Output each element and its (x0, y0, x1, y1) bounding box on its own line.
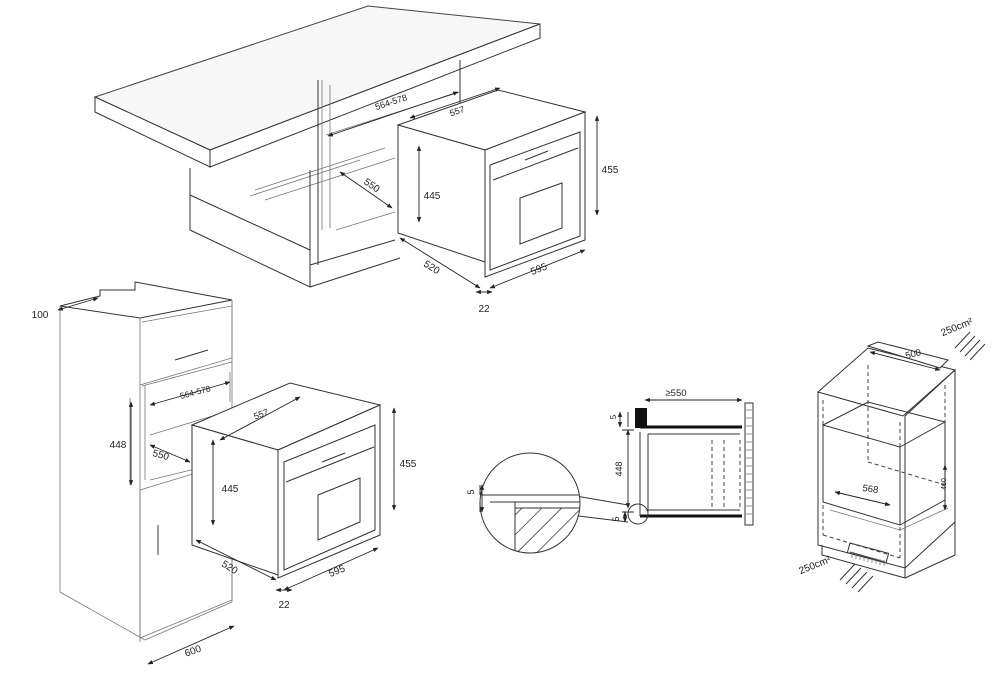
dim-col-top-gap-label: 100 (32, 310, 49, 321)
dim-vent-inner-width-label: 568 (862, 483, 879, 496)
dim-col-oven-depth-label: 520 (219, 559, 239, 577)
ventilation-view (816, 331, 986, 593)
dim-col-front-width-label: 595 (327, 563, 347, 580)
built-in-oven (396, 89, 587, 278)
dim-col-cabinet-width-label: 564-578 (179, 383, 212, 401)
dim-top-oven-width-line (409, 87, 501, 119)
dim-sec-depth-label: ≥550 (665, 388, 686, 399)
dim-sec-gap-detail-label: 5 (466, 489, 476, 494)
dim-col-cabinet-width-line (149, 381, 231, 406)
base-cabinet (189, 168, 311, 288)
dim-vent-inner-height-label: 460 (941, 478, 948, 490)
dim-top-oven-depth-line (399, 237, 481, 289)
section-view (479, 402, 754, 554)
dim-col-body-height-label: 445 (222, 484, 239, 495)
counter-installation-view (93, 5, 587, 288)
dim-top-cabinet-depth-line (339, 171, 393, 209)
dim-sec-height-label: 448 (614, 461, 624, 476)
dim-col-oven-width-line (219, 396, 301, 441)
dim-col-oven-width-label: 557 (252, 407, 270, 422)
column-installation-view (59, 281, 382, 642)
dim-col-oven-depth-line (195, 539, 277, 581)
dim-col-front-width-line (283, 547, 379, 591)
dim-vent-inner-width-line (834, 491, 891, 506)
dim-top-total-height-label: 455 (602, 165, 619, 176)
dim-col-column-depth-line (147, 625, 235, 665)
dim-col-top-gap-line (57, 297, 99, 311)
dim-col-total-height-label: 455 (400, 459, 417, 470)
wall (744, 402, 754, 526)
dim-vent-top-width-line (869, 351, 941, 371)
dim-vent-top-width-label: 500 (904, 347, 922, 362)
dim-vent-top-label: 250cm² (940, 316, 976, 339)
detail-circle (479, 452, 581, 554)
dim-col-cabinet-depth-line (149, 444, 191, 463)
dim-sec-gap-bottom-label: 5 (611, 516, 621, 521)
airflow-top-icon (954, 331, 986, 361)
dim-top-front-width-label: 595 (529, 261, 549, 278)
dim-top-front-width-line (489, 249, 586, 289)
airflow-bottom-icon (839, 563, 874, 593)
dim-top-oven-width-label: 557 (448, 104, 465, 118)
dim-top-cabinet-depth-label: 550 (361, 177, 381, 196)
dim-vent-bottom-label: 250cm² (798, 554, 834, 577)
dim-col-cabinet-height-label: 448 (110, 440, 127, 451)
column-oven (190, 382, 382, 579)
dim-top-front-thickness-label: 22 (478, 304, 490, 315)
dim-top-body-height-label: 445 (424, 191, 441, 202)
dim-top-oven-depth-label: 520 (421, 259, 441, 277)
dim-sec-gap-top-label: 5 (609, 414, 618, 419)
dim-col-column-depth-label: 600 (183, 643, 203, 659)
dim-col-front-thickness-label: 22 (278, 600, 290, 611)
dim-col-cabinet-depth-label: 550 (151, 448, 170, 463)
